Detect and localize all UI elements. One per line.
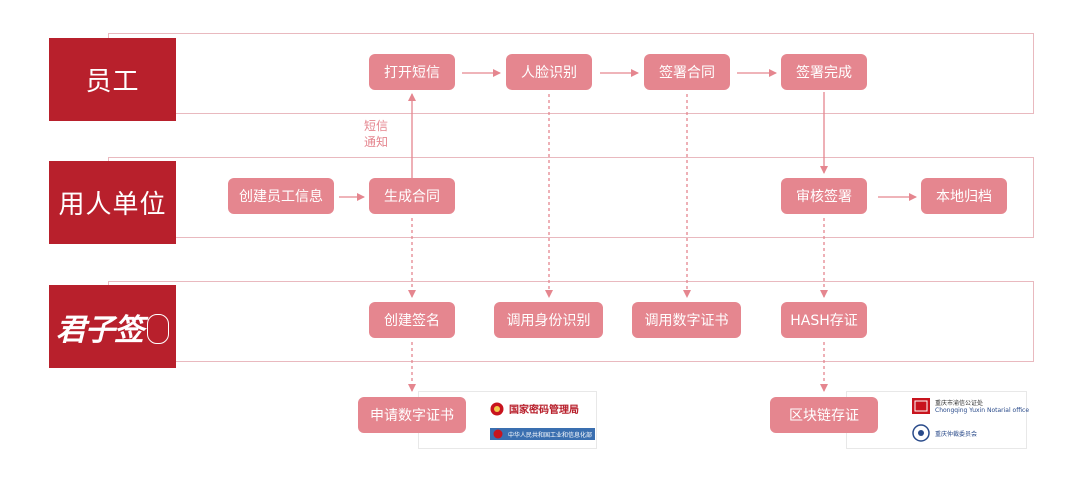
lane-label-employer: 用人单位 <box>49 161 176 244</box>
sms-notice-line-1: 短信 <box>363 119 388 133</box>
node-generate-contract-label: 生成合同 <box>384 189 440 205</box>
miit-emblem-icon <box>493 429 503 439</box>
node-blockchain-evidence-label: 区块链存证 <box>789 408 859 424</box>
lane-label-employer-text: 用人单位 <box>58 190 167 220</box>
partner-notary-office-name: 重庆市渝信公证处 <box>935 400 984 407</box>
lane-label-employee-text: 员工 <box>85 67 140 97</box>
lane-label-employee: 员工 <box>49 38 176 121</box>
node-sign-contract[interactable]: 签署合同 <box>644 54 730 90</box>
sms-notice-line-2: 通知 <box>363 135 388 149</box>
node-create-signature[interactable]: 创建签名 <box>369 302 455 338</box>
node-create-employee-info-label: 创建员工信息 <box>239 189 323 205</box>
partner-miit: 中华人民共和国工业和信息化部 <box>490 428 596 440</box>
node-apply-digital-certificate[interactable]: 申请数字证书 <box>358 397 466 433</box>
sms-notice-note: 短信 通知 <box>358 118 394 150</box>
node-create-signature-label: 创建签名 <box>384 313 440 329</box>
partner-notary-office-sub: Chongqing Yuxin Notarial office <box>935 407 1030 414</box>
node-face-recognition[interactable]: 人脸识别 <box>506 54 592 90</box>
arbitration-emblem-icon <box>912 424 930 442</box>
partner-arbitration-name: 重庆仲裁委员会 <box>935 430 978 438</box>
node-review-signing[interactable]: 审核签署 <box>781 178 867 214</box>
node-hash-evidence[interactable]: HASH存证 <box>781 302 867 338</box>
node-sign-contract-label: 签署合同 <box>659 65 715 81</box>
partner-notary-office: 重庆市渝信公证处 Chongqing Yuxin Notarial office <box>912 398 1029 414</box>
node-apply-digital-certificate-label: 申请数字证书 <box>370 408 454 424</box>
node-review-signing-label: 审核签署 <box>796 189 852 205</box>
partner-miit-name: 中华人民共和国工业和信息化部 <box>508 431 593 439</box>
platform-seal-icon <box>147 313 169 344</box>
node-local-archive-label: 本地归档 <box>936 189 992 205</box>
emblem-icon <box>490 402 504 415</box>
node-generate-contract[interactable]: 生成合同 <box>369 178 455 214</box>
node-call-id-verification-label: 调用身份识别 <box>506 313 591 329</box>
node-call-digital-certificate[interactable]: 调用数字证书 <box>632 302 741 338</box>
partner-arbitration: 重庆仲裁委员会 <box>912 424 977 442</box>
lane-label-platform: 君子签 <box>49 285 176 368</box>
node-create-employee-info[interactable]: 创建员工信息 <box>228 178 334 214</box>
node-sign-complete[interactable]: 签署完成 <box>781 54 867 90</box>
partner-crypto-bureau-name: 国家密码管理局 <box>509 405 579 416</box>
node-open-sms[interactable]: 打开短信 <box>369 54 455 90</box>
node-call-id-verification[interactable]: 调用身份识别 <box>494 302 603 338</box>
node-call-digital-certificate-label: 调用数字证书 <box>644 313 729 329</box>
platform-logo-text: 君子签 <box>56 312 144 348</box>
node-local-archive[interactable]: 本地归档 <box>921 178 1007 214</box>
node-blockchain-evidence[interactable]: 区块链存证 <box>770 397 878 433</box>
node-hash-evidence-label: HASH存证 <box>790 313 858 329</box>
node-face-recognition-label: 人脸识别 <box>521 65 577 81</box>
node-open-sms-label: 打开短信 <box>384 65 440 81</box>
notary-seal-icon <box>912 398 930 414</box>
node-sign-complete-label: 签署完成 <box>796 65 852 81</box>
partner-crypto-bureau: 国家密码管理局 <box>490 401 579 416</box>
